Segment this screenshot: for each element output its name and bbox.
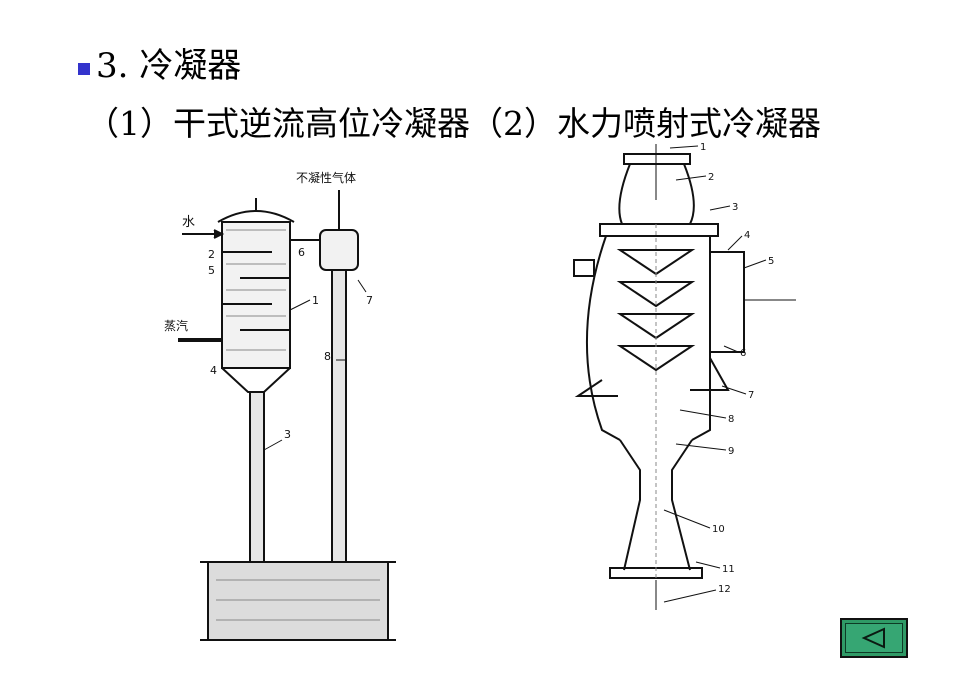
label-water: 水 bbox=[182, 215, 195, 230]
label-num-3: 3 bbox=[284, 428, 291, 441]
triangle-left-icon bbox=[861, 627, 885, 649]
label-num-1: 1 bbox=[700, 142, 706, 153]
label-num-9: 9 bbox=[728, 446, 734, 457]
label-num-2: 2 bbox=[208, 248, 215, 261]
label-num-1: 1 bbox=[312, 294, 319, 307]
back-button-face bbox=[845, 623, 903, 653]
label-num-2: 2 bbox=[708, 172, 714, 183]
label-num-4: 4 bbox=[744, 230, 750, 241]
label-num-10: 10 bbox=[712, 524, 725, 535]
label-steam: 蒸汽 bbox=[164, 318, 188, 333]
label-noncondensable-gas: 不凝性气体 bbox=[296, 170, 356, 185]
label-num-5: 5 bbox=[208, 264, 215, 277]
condenser-diagram-2: 1 2 3 4 5 6 7 8 9 10 11 12 bbox=[573, 142, 796, 610]
bullet-square-icon bbox=[78, 63, 90, 75]
label-num-8: 8 bbox=[324, 350, 331, 363]
label-num-11: 11 bbox=[722, 564, 735, 575]
label-num-12: 12 bbox=[718, 584, 731, 595]
label-num-6: 6 bbox=[740, 348, 746, 359]
label-num-7: 7 bbox=[366, 294, 373, 307]
slide-subheading: （1）干式逆流高位冷凝器（2）水力喷射式冷凝器 bbox=[86, 104, 821, 143]
condenser-diagram-1: 不凝性气体 水 蒸汽 1 2 3 4 5 6 7 8 bbox=[164, 170, 396, 641]
figure-water-jet-condenser: 1 2 3 4 5 6 7 8 9 10 11 12 bbox=[560, 140, 810, 618]
slide-heading: 3. 冷凝器 bbox=[78, 44, 241, 88]
figure-dry-countercurrent-condenser: 不凝性气体 水 蒸汽 1 2 3 4 5 6 7 8 bbox=[160, 160, 400, 660]
label-num-5: 5 bbox=[768, 256, 774, 267]
back-button[interactable] bbox=[840, 618, 908, 658]
heading-text: 3. 冷凝器 bbox=[96, 46, 242, 86]
label-num-6: 6 bbox=[298, 246, 305, 259]
label-num-4: 4 bbox=[210, 364, 217, 377]
label-num-8: 8 bbox=[728, 414, 734, 425]
label-num-3: 3 bbox=[732, 202, 738, 213]
label-num-7: 7 bbox=[748, 390, 754, 401]
